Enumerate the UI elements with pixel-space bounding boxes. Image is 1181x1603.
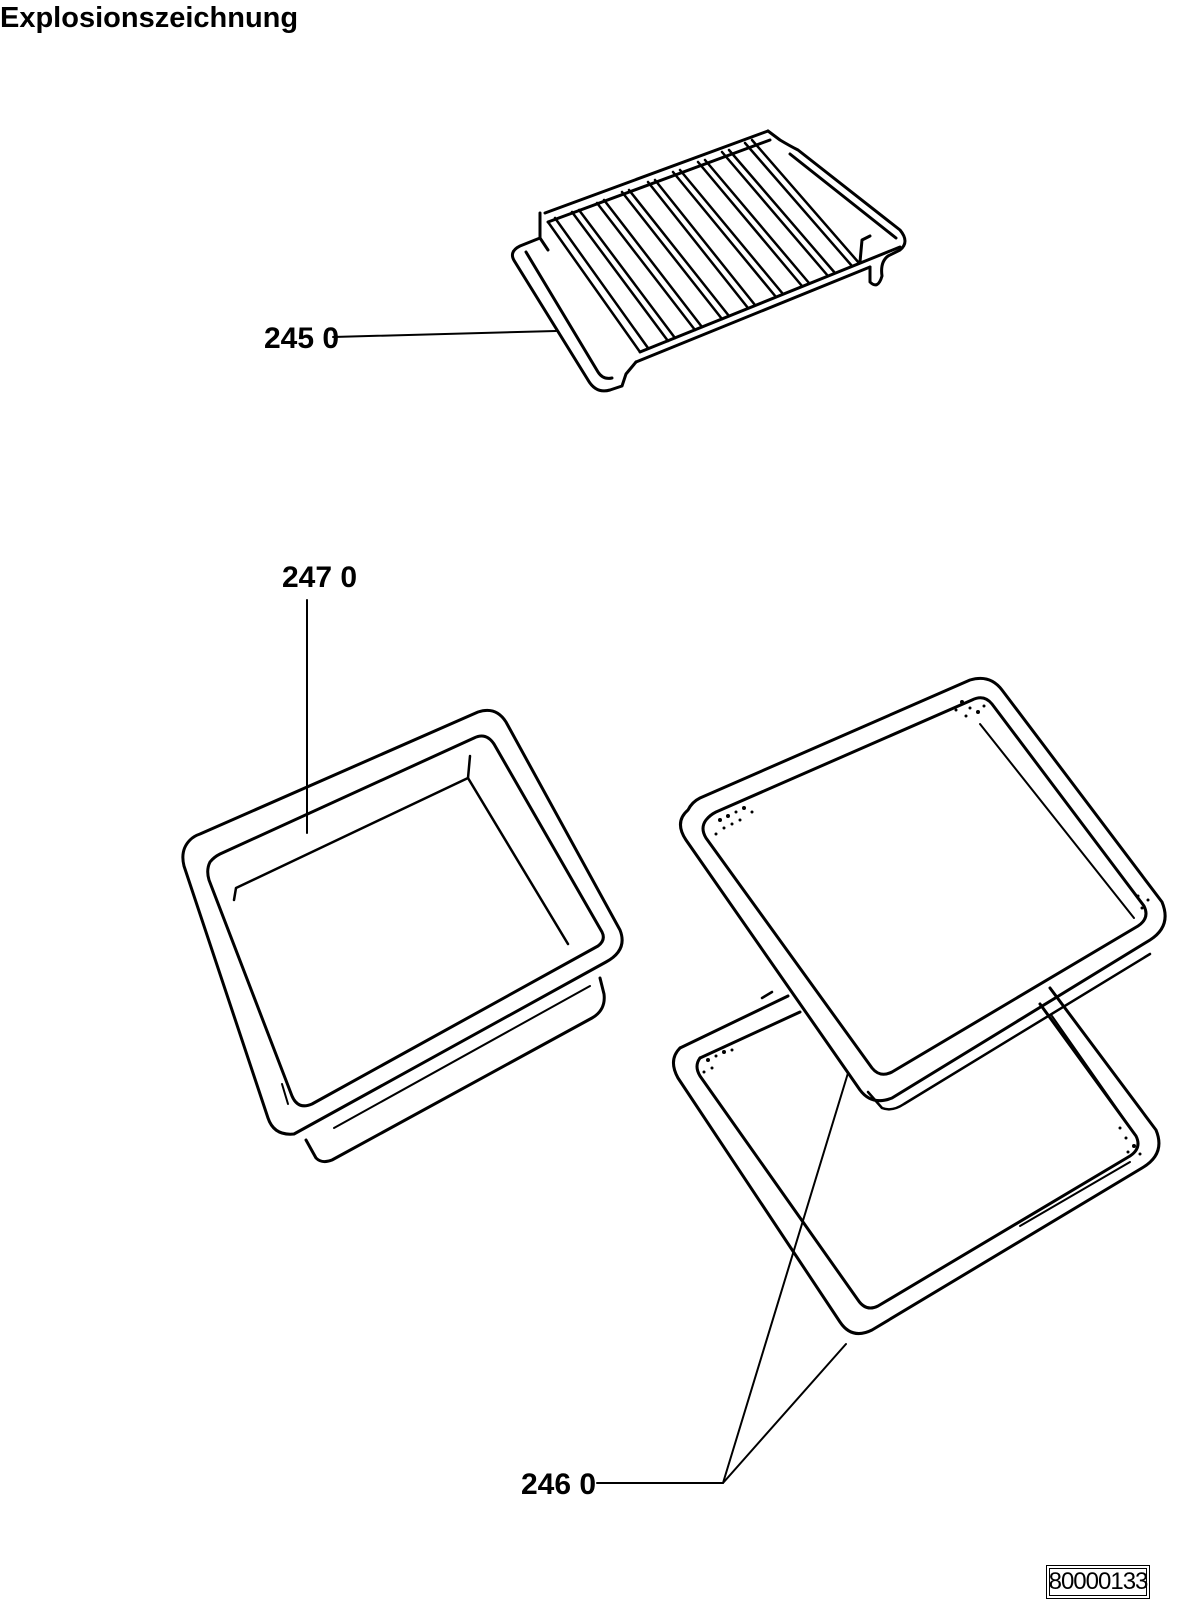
leader-lines-flat-trays [596, 1072, 849, 1484]
deep-tray-drawing [181, 708, 624, 1164]
flat-tray-upper-shading [714, 700, 1150, 910]
part-label-flat-trays: 246 0 [521, 1468, 596, 1501]
part-label-deep-tray: 247 0 [282, 561, 357, 594]
document-number: 80000133 [1046, 1565, 1150, 1599]
flat-tray-lower-drawing [672, 986, 1161, 1336]
flat-tray-upper-drawing [679, 676, 1167, 1111]
leader-line-rack [332, 330, 557, 338]
flat-tray-lower-shading [702, 1048, 1142, 1156]
page-title: Explosionszeichnung [0, 2, 299, 34]
oven-rack-drawing [510, 129, 907, 393]
part-label-rack: 245 0 [264, 322, 339, 355]
